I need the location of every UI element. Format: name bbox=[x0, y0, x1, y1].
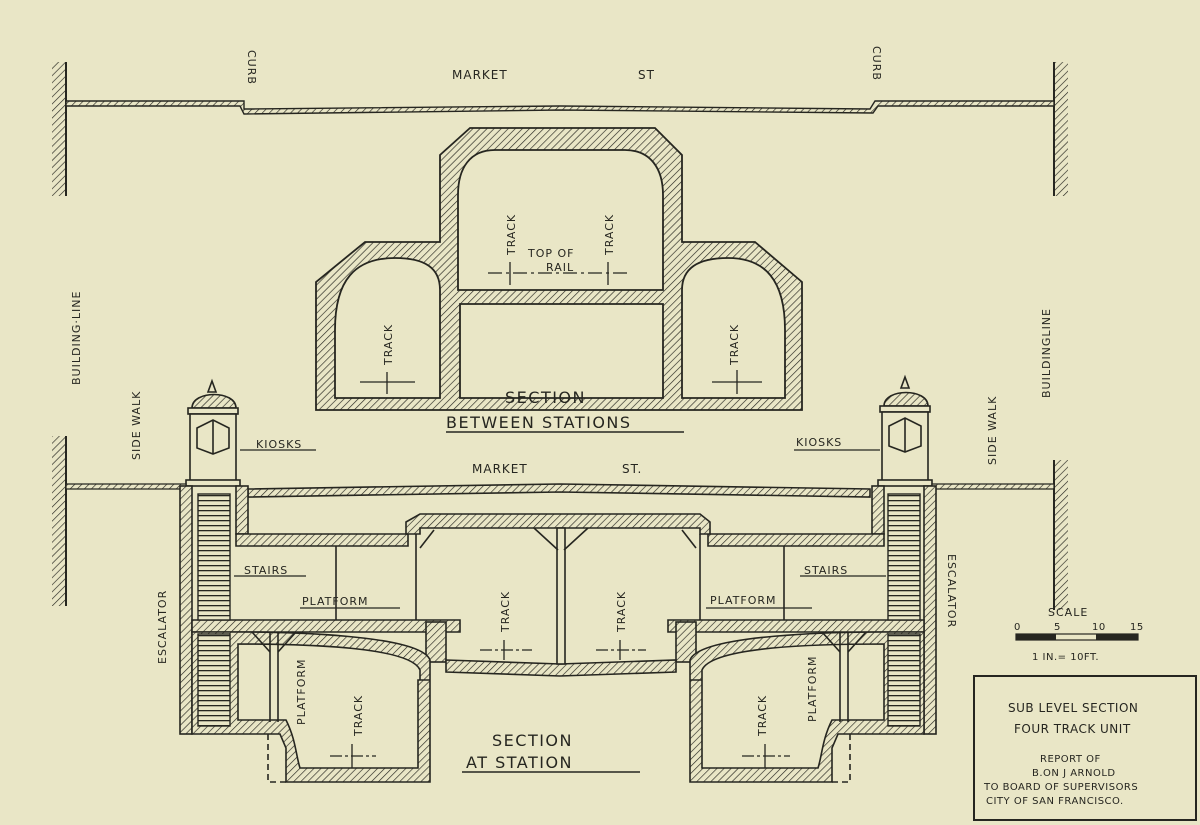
scale-tick-10: 10 bbox=[1092, 622, 1106, 633]
top-of-rail-label: TOP OF bbox=[527, 247, 575, 260]
escalator-left-upper bbox=[197, 493, 231, 621]
kiosk-right bbox=[877, 374, 933, 487]
top-track-centerlines bbox=[360, 262, 762, 394]
bottom-street-name: MARKET bbox=[472, 462, 528, 476]
section-title-top: SECTION bbox=[505, 388, 586, 407]
kiosks-left-label: KIOSKS bbox=[256, 438, 302, 451]
escalators bbox=[197, 493, 921, 727]
building-walls bbox=[52, 62, 1068, 610]
platform-right-label: PLATFORM bbox=[710, 594, 777, 607]
station-track-label-2: TRACK bbox=[615, 591, 628, 633]
right-wall-bottom bbox=[1054, 460, 1068, 610]
left-wall-bottom bbox=[52, 436, 66, 606]
right-wall-top bbox=[1054, 62, 1068, 196]
bottom-street-suffix: ST. bbox=[622, 462, 642, 476]
top-track-label-1: TRACK bbox=[505, 214, 518, 256]
top-street-surface bbox=[65, 100, 1055, 115]
sidewalk-left: SIDE WALK bbox=[130, 391, 143, 460]
scale-title: SCALE bbox=[1048, 606, 1088, 619]
title-block-line1: SUB LEVEL SECTION bbox=[1008, 701, 1138, 715]
scale-bar: SCALE 0 5 10 15 1 IN.= 10FT. bbox=[1014, 606, 1144, 663]
title-block-line4: B.ON J ARNOLD bbox=[1032, 768, 1116, 779]
title-block-line3: REPORT OF bbox=[1040, 754, 1101, 765]
building-line-right: BUILDINGLINE bbox=[1040, 308, 1053, 398]
left-wall-top bbox=[52, 62, 66, 196]
station-track-label-3: TRACK bbox=[352, 695, 365, 737]
stairs-left-label: STAIRS bbox=[244, 564, 288, 577]
top-street-name: MARKET bbox=[452, 68, 508, 82]
scale-tick-0: 0 bbox=[1014, 622, 1021, 633]
top-track-label-4: TRACK bbox=[728, 324, 741, 366]
rail-label: RAIL bbox=[546, 261, 574, 274]
building-line-left: BUILDING·LINE bbox=[70, 291, 83, 386]
escalator-right-upper bbox=[887, 493, 921, 621]
escalator-right-label: ESCALATOR bbox=[945, 554, 958, 628]
top-street-suffix: ST bbox=[638, 68, 655, 82]
platform-vertical-left: PLATFORM bbox=[295, 658, 308, 725]
top-track-label-2: TRACK bbox=[603, 214, 616, 256]
section-title-bottom: SECTION bbox=[492, 731, 573, 750]
top-track-label-3: TRACK bbox=[382, 324, 395, 366]
bottom-street-surface bbox=[65, 483, 1055, 490]
section-subtitle-bottom: AT STATION bbox=[466, 753, 573, 772]
curb-left-label: CURB bbox=[245, 50, 258, 85]
title-block-line2: FOUR TRACK UNIT bbox=[1014, 722, 1131, 736]
escalator-left-lower bbox=[197, 633, 231, 727]
title-block: SUB LEVEL SECTION FOUR TRACK UNIT REPORT… bbox=[973, 675, 1197, 821]
stairs-right-label: STAIRS bbox=[804, 564, 848, 577]
scale-tick-15: 15 bbox=[1130, 622, 1144, 633]
platform-left-label: PLATFORM bbox=[302, 595, 369, 608]
scale-tick-5: 5 bbox=[1054, 622, 1061, 633]
platform-vertical-right: PLATFORM bbox=[806, 655, 819, 722]
title-block-line6: CITY OF SAN FRANCISCO. bbox=[986, 796, 1124, 807]
section-subtitle-top: BETWEEN STATIONS bbox=[446, 413, 632, 432]
kiosk-left bbox=[185, 378, 241, 487]
station-track-label-4: TRACK bbox=[756, 695, 769, 737]
escalator-right-lower bbox=[887, 633, 921, 727]
tunnel-between-stations bbox=[315, 127, 803, 411]
scale-note: 1 IN.= 10FT. bbox=[1032, 652, 1099, 663]
title-block-line5: TO BOARD OF SUPERVISORS bbox=[983, 782, 1138, 793]
curb-right-label: CURB bbox=[870, 46, 883, 81]
kiosks-right-label: KIOSKS bbox=[796, 436, 842, 449]
station-track-label-1: TRACK bbox=[499, 591, 512, 633]
sidewalk-right: SIDE WALK bbox=[986, 396, 999, 465]
escalator-left-label: ESCALATOR bbox=[156, 590, 169, 664]
station-track-centerlines bbox=[330, 640, 790, 768]
